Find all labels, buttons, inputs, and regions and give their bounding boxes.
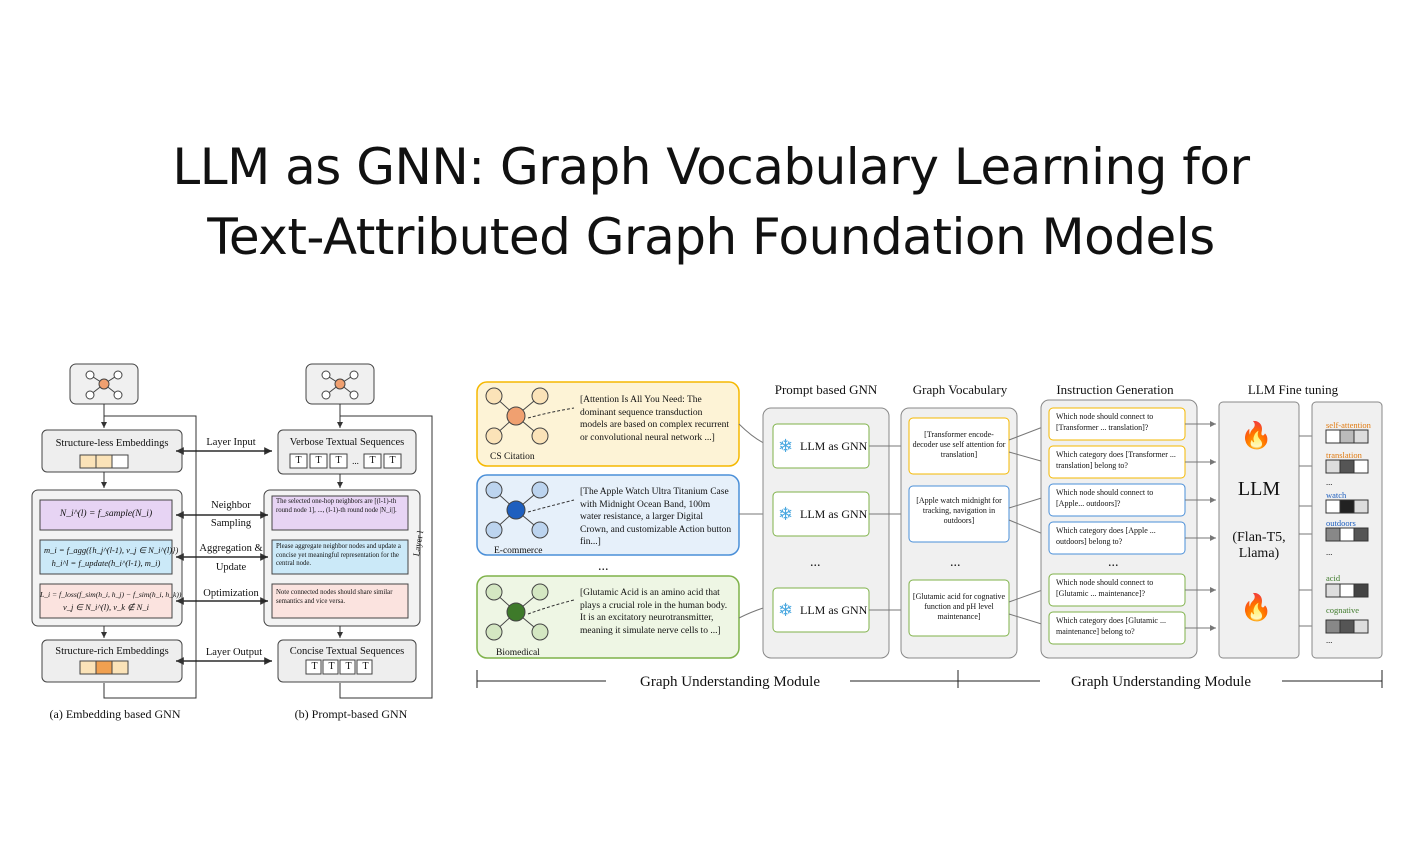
token-self-attention: self-attention: [1326, 420, 1371, 430]
fig-b-caption: (b) Prompt-based GNN: [294, 707, 408, 721]
token-t: T: [345, 661, 352, 672]
token-ellipsis: ...: [352, 456, 359, 466]
domain-label-bio: Biomedical: [496, 648, 540, 658]
fig-a-formula-update: h_i^l = f_update(h_i^(l-1), m_i): [51, 558, 161, 568]
layer-input-label: Layer Input: [206, 437, 256, 448]
header-llm-fine-tuning: LLM Fine tuning: [1247, 382, 1339, 397]
optimization-label: Optimization: [203, 588, 259, 599]
token-t: T: [362, 661, 369, 672]
vocab-ecommerce: [Apple watch midnight for tracking, navi…: [916, 496, 1002, 525]
token-t: T: [328, 661, 335, 672]
fig-b-token-row: T T T ... T T: [290, 454, 402, 468]
vocab-ellipsis: ...: [950, 555, 961, 570]
svg-text:❄: ❄: [778, 436, 793, 456]
sampling-label: Sampling: [210, 518, 252, 529]
llm-as-gnn-1: LLM as GNN: [800, 439, 868, 453]
llm-models: (Flan-T5, Llama): [1232, 530, 1286, 561]
title-line-2: Text-Attributed Graph Foundation Models: [207, 208, 1215, 266]
graph-icon-a: [69, 363, 139, 405]
llm-as-gnn-3: LLM as GNN: [800, 603, 868, 617]
token-t: T: [389, 455, 396, 466]
token-t: T: [315, 455, 322, 466]
header-instruction-generation: Instruction Generation: [1056, 382, 1174, 397]
update-label: Update: [215, 562, 247, 573]
instruction-1: Which node should connect to [Transforme…: [1056, 412, 1154, 432]
layer-output-label: Layer Output: [205, 647, 263, 658]
aggregation-label: Aggregation &: [199, 543, 263, 554]
fig-b-top-label: Verbose Textual Sequences: [289, 437, 405, 448]
neighbor-label: Neighbor: [211, 500, 251, 511]
instruction-4: Which category does [Apple ... outdoors]…: [1056, 526, 1156, 546]
token-t: T: [295, 455, 302, 466]
domain-ellipsis: ...: [598, 559, 609, 574]
fig-b-text-sample: The selected one-hop neighbors are [(l-1…: [276, 498, 397, 514]
domain-text-cs: [Attention Is All You Need: The dominant…: [580, 395, 730, 443]
token-ellipsis-1: ...: [1326, 477, 1333, 487]
instruction-6: Which category does [Glutamic ... mainte…: [1056, 616, 1166, 636]
llm-as-gnn-2: LLM as GNN: [800, 507, 868, 521]
token-acid: acid: [1326, 573, 1341, 583]
domain-text-bio: [Glutamic Acid is an amino acid that pla…: [580, 588, 728, 636]
instruction-2: Which category does [Transformer ... tra…: [1056, 450, 1176, 470]
domain-text-ecommerce: [The Apple Watch Ultra Titanium Case wit…: [580, 487, 732, 547]
page-title: LLM as GNN: Graph Vocabulary Learning fo…: [0, 132, 1422, 272]
token-watch: watch: [1326, 490, 1347, 500]
header-prompt-gnn: Prompt based GNN: [774, 382, 878, 397]
token-ellipsis-3: ...: [1326, 635, 1333, 645]
fig-a-top-label: Structure-less Embeddings: [55, 438, 169, 449]
fig-b-bottom-label: Concise Textual Sequences: [289, 646, 405, 657]
header-graph-vocabulary: Graph Vocabulary: [912, 382, 1008, 397]
vocab-bio: [Glutamic acid for cognative function an…: [912, 592, 1006, 621]
llm-label: LLM: [1237, 478, 1281, 500]
module-label-left: Graph Understanding Module: [640, 674, 820, 690]
instruction-3: Which node should connect to [Apple... o…: [1056, 488, 1154, 508]
svg-text:❄: ❄: [778, 504, 793, 524]
fig-a-formula-sample: N_i^(l) = f_sample(N_i): [59, 509, 153, 519]
token-t: T: [369, 455, 376, 466]
fig-a-caption: (a) Embedding based GNN: [49, 707, 181, 721]
graph-icon-b: [305, 363, 375, 405]
token-ellipsis-2: ...: [1326, 547, 1333, 557]
domain-label-ecommerce: E-commerce: [494, 546, 543, 556]
title-line-1: LLM as GNN: Graph Vocabulary Learning fo…: [172, 138, 1250, 196]
svg-text:🔥: 🔥: [1240, 592, 1272, 622]
instruction-5: Which node should connect to [Glutamic .…: [1056, 578, 1154, 598]
token-translation: translation: [1326, 450, 1362, 460]
gnn-ellipsis: ...: [810, 555, 821, 570]
fig-a-bottom-label: Structure-rich Embeddings: [55, 646, 169, 657]
token-t: T: [335, 455, 342, 466]
svg-text:🔥: 🔥: [1240, 420, 1272, 450]
token-outdoors: outdoors: [1326, 518, 1356, 528]
instruction-ellipsis: ...: [1108, 555, 1119, 570]
fig-a-formula-cond: v_j ∈ N_i^(l), v_k ∉ N_i: [63, 602, 149, 612]
module-label-right: Graph Understanding Module: [1071, 674, 1251, 690]
token-t: T: [311, 661, 318, 672]
token-cognative: cognative: [1326, 605, 1360, 615]
fig-b-text-aggregate: Please aggregate neighbor nodes and upda…: [276, 543, 401, 567]
vocab-cs: [Transformer encode-decoder use self att…: [912, 430, 1006, 459]
domain-label-cs: CS Citation: [490, 452, 535, 462]
fig-a-formula-agg: m_i = f_agg({h_j^(l-1), v_j ∈ N_i^(l)}): [44, 545, 179, 555]
fig-b-text-optimize: Note connected nodes should share simila…: [276, 589, 393, 605]
fig-b-bottom-tokens: T T T T: [306, 660, 374, 674]
svg-text:❄: ❄: [778, 600, 793, 620]
fig-a-formula-loss: L_i = f_loss(f_sim(h_i, h_j) − f_sim(h_i…: [40, 590, 182, 599]
